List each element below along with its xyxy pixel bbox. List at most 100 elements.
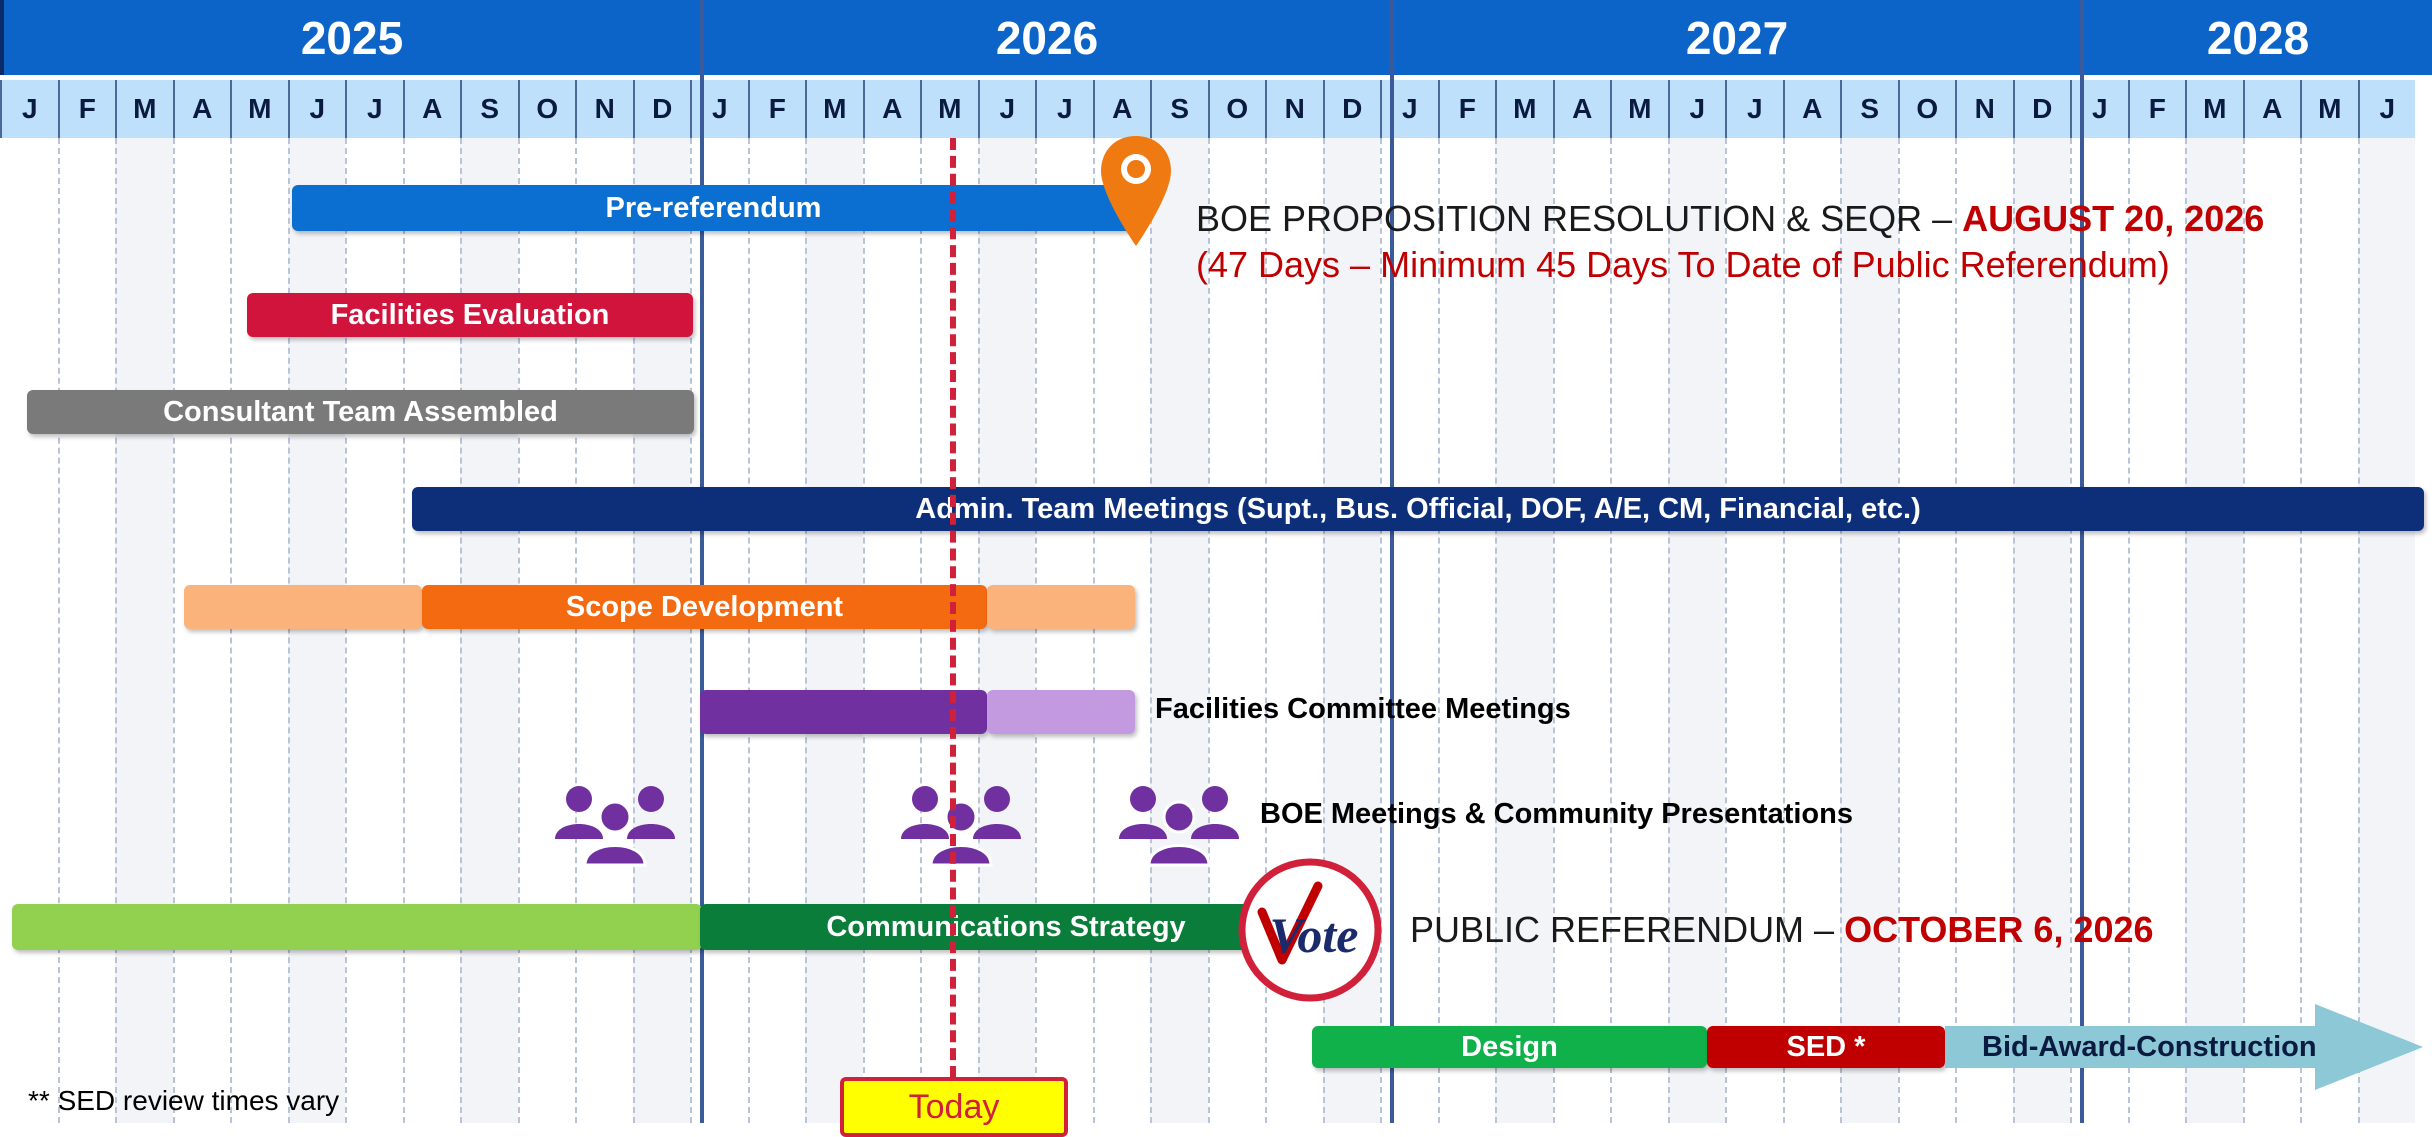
month-header-cell: J xyxy=(1380,80,1438,138)
month-header-cell: S xyxy=(1150,80,1208,138)
month-shade xyxy=(632,138,690,1123)
month-header-cell: J xyxy=(690,80,748,138)
month-gridline xyxy=(2070,138,2072,1123)
month-gridline xyxy=(690,138,692,1123)
month-header-cell: M xyxy=(115,80,173,138)
year-divider xyxy=(700,0,704,1123)
year-header-2028: 2028 xyxy=(2080,0,2432,75)
month-header-cell: F xyxy=(747,80,805,138)
month-header-cell: J xyxy=(345,80,403,138)
month-gridline xyxy=(977,138,980,1123)
month-shade xyxy=(2185,138,2243,1123)
month-shade xyxy=(2012,138,2070,1123)
pre-referendum-bar: Pre-referendum xyxy=(292,185,1135,231)
month-header-cell: D xyxy=(632,80,690,138)
month-shade xyxy=(1495,138,1553,1123)
month-header-cell: J xyxy=(2357,80,2415,138)
month-header-cell: M xyxy=(2300,80,2358,138)
month-gridline xyxy=(172,138,175,1123)
month-gridline xyxy=(2357,138,2360,1123)
facilities-committee-bar xyxy=(700,690,987,734)
month-gridline xyxy=(1207,138,1210,1123)
month-shade xyxy=(1150,138,1208,1123)
month-gridline xyxy=(1840,138,1842,1123)
month-gridline xyxy=(1035,138,1037,1123)
month-gridline xyxy=(1322,138,1325,1123)
people-group-icon xyxy=(1119,786,1239,867)
facilities-committee-light-bar xyxy=(987,690,1135,734)
month-header-cell: N xyxy=(1955,80,2013,138)
month-shade xyxy=(1667,138,1725,1123)
month-shade xyxy=(460,138,518,1123)
month-gridline xyxy=(402,138,405,1123)
month-gridline xyxy=(517,138,520,1123)
month-gridline xyxy=(1150,138,1152,1123)
month-gridline xyxy=(345,138,347,1123)
month-gridline xyxy=(920,138,922,1123)
people-group-icon xyxy=(901,786,1021,867)
public-referendum-label: PUBLIC REFERENDUM – OCTOBER 6, 2026 xyxy=(1410,909,2154,951)
month-header-cell: F xyxy=(57,80,115,138)
month-header-cell: M xyxy=(1495,80,1553,138)
month-gridline xyxy=(747,138,750,1123)
month-shade xyxy=(115,138,173,1123)
month-gridline xyxy=(1495,138,1497,1123)
month-gridline xyxy=(1552,138,1555,1123)
bid-award-construction-label: Bid-Award-Construction xyxy=(1982,1031,2317,1063)
month-header-cell: A xyxy=(862,80,920,138)
month-gridline xyxy=(1897,138,1900,1123)
admin-team-meetings-bar: Admin. Team Meetings (Supt., Bus. Offici… xyxy=(412,487,2424,531)
month-gridline xyxy=(2185,138,2187,1123)
month-header-cell: D xyxy=(2012,80,2070,138)
month-gridline xyxy=(115,138,117,1123)
month-header-cell: M xyxy=(805,80,863,138)
year-header-2025: 2025 xyxy=(0,0,700,75)
scope-development-pre-bar xyxy=(184,585,422,629)
boe-meetings-label: BOE Meetings & Community Presentations xyxy=(1260,798,1853,830)
month-header-cell: A xyxy=(1092,80,1150,138)
month-gridline xyxy=(230,138,232,1123)
month-gridline xyxy=(1955,138,1957,1123)
month-header-cell: A xyxy=(402,80,460,138)
boe-resolution-label: BOE PROPOSITION RESOLUTION & SEQR – AUGU… xyxy=(1196,198,2264,240)
month-gridline xyxy=(1437,138,1440,1123)
month-header-cell: J xyxy=(0,80,58,138)
month-header-cell: M xyxy=(230,80,288,138)
bid-award-arrow xyxy=(1945,1004,2423,1090)
footnote: ** SED review times vary xyxy=(28,1085,340,1116)
public-referendum-date: OCTOBER 6, 2026 xyxy=(1844,909,2154,950)
year-header-2026: 2026 xyxy=(700,0,1390,75)
month-gridline xyxy=(862,138,865,1123)
sed-bar: SED * xyxy=(1707,1026,1945,1068)
month-gridline xyxy=(1380,138,1382,1123)
communications-strategy-bar: Communications Strategy xyxy=(700,904,1312,950)
month-header-cell: F xyxy=(1437,80,1495,138)
year-header-2027: 2027 xyxy=(1390,0,2080,75)
month-gridline xyxy=(57,138,60,1123)
month-header-cell: O xyxy=(1207,80,1265,138)
today-marker: Today xyxy=(840,1077,1068,1137)
map-pin-icon xyxy=(1101,136,1171,246)
consultant-team-bar: Consultant Team Assembled xyxy=(27,390,694,434)
month-header-cell: J xyxy=(2070,80,2128,138)
month-gridline xyxy=(2012,138,2015,1123)
month-gridline xyxy=(1667,138,1670,1123)
month-shade xyxy=(977,138,1035,1123)
month-header-cell: A xyxy=(172,80,230,138)
month-gridline xyxy=(805,138,807,1123)
month-gridline xyxy=(460,138,462,1123)
month-header-cell: F xyxy=(2127,80,2185,138)
month-header-cell: J xyxy=(1035,80,1093,138)
month-header-cell: O xyxy=(517,80,575,138)
month-header-cell: A xyxy=(1552,80,1610,138)
facilities-committee-label: Facilities Committee Meetings xyxy=(1155,693,1571,725)
people-group-icon xyxy=(555,786,675,867)
month-gridline xyxy=(575,138,577,1123)
month-header-cell: O xyxy=(1897,80,1955,138)
month-header-cell: J xyxy=(287,80,345,138)
month-header-cell: S xyxy=(1840,80,1898,138)
month-gridline xyxy=(287,138,290,1123)
scope-development-bar: Scope Development xyxy=(422,585,987,629)
public-referendum-text: PUBLIC REFERENDUM – xyxy=(1410,909,1845,950)
